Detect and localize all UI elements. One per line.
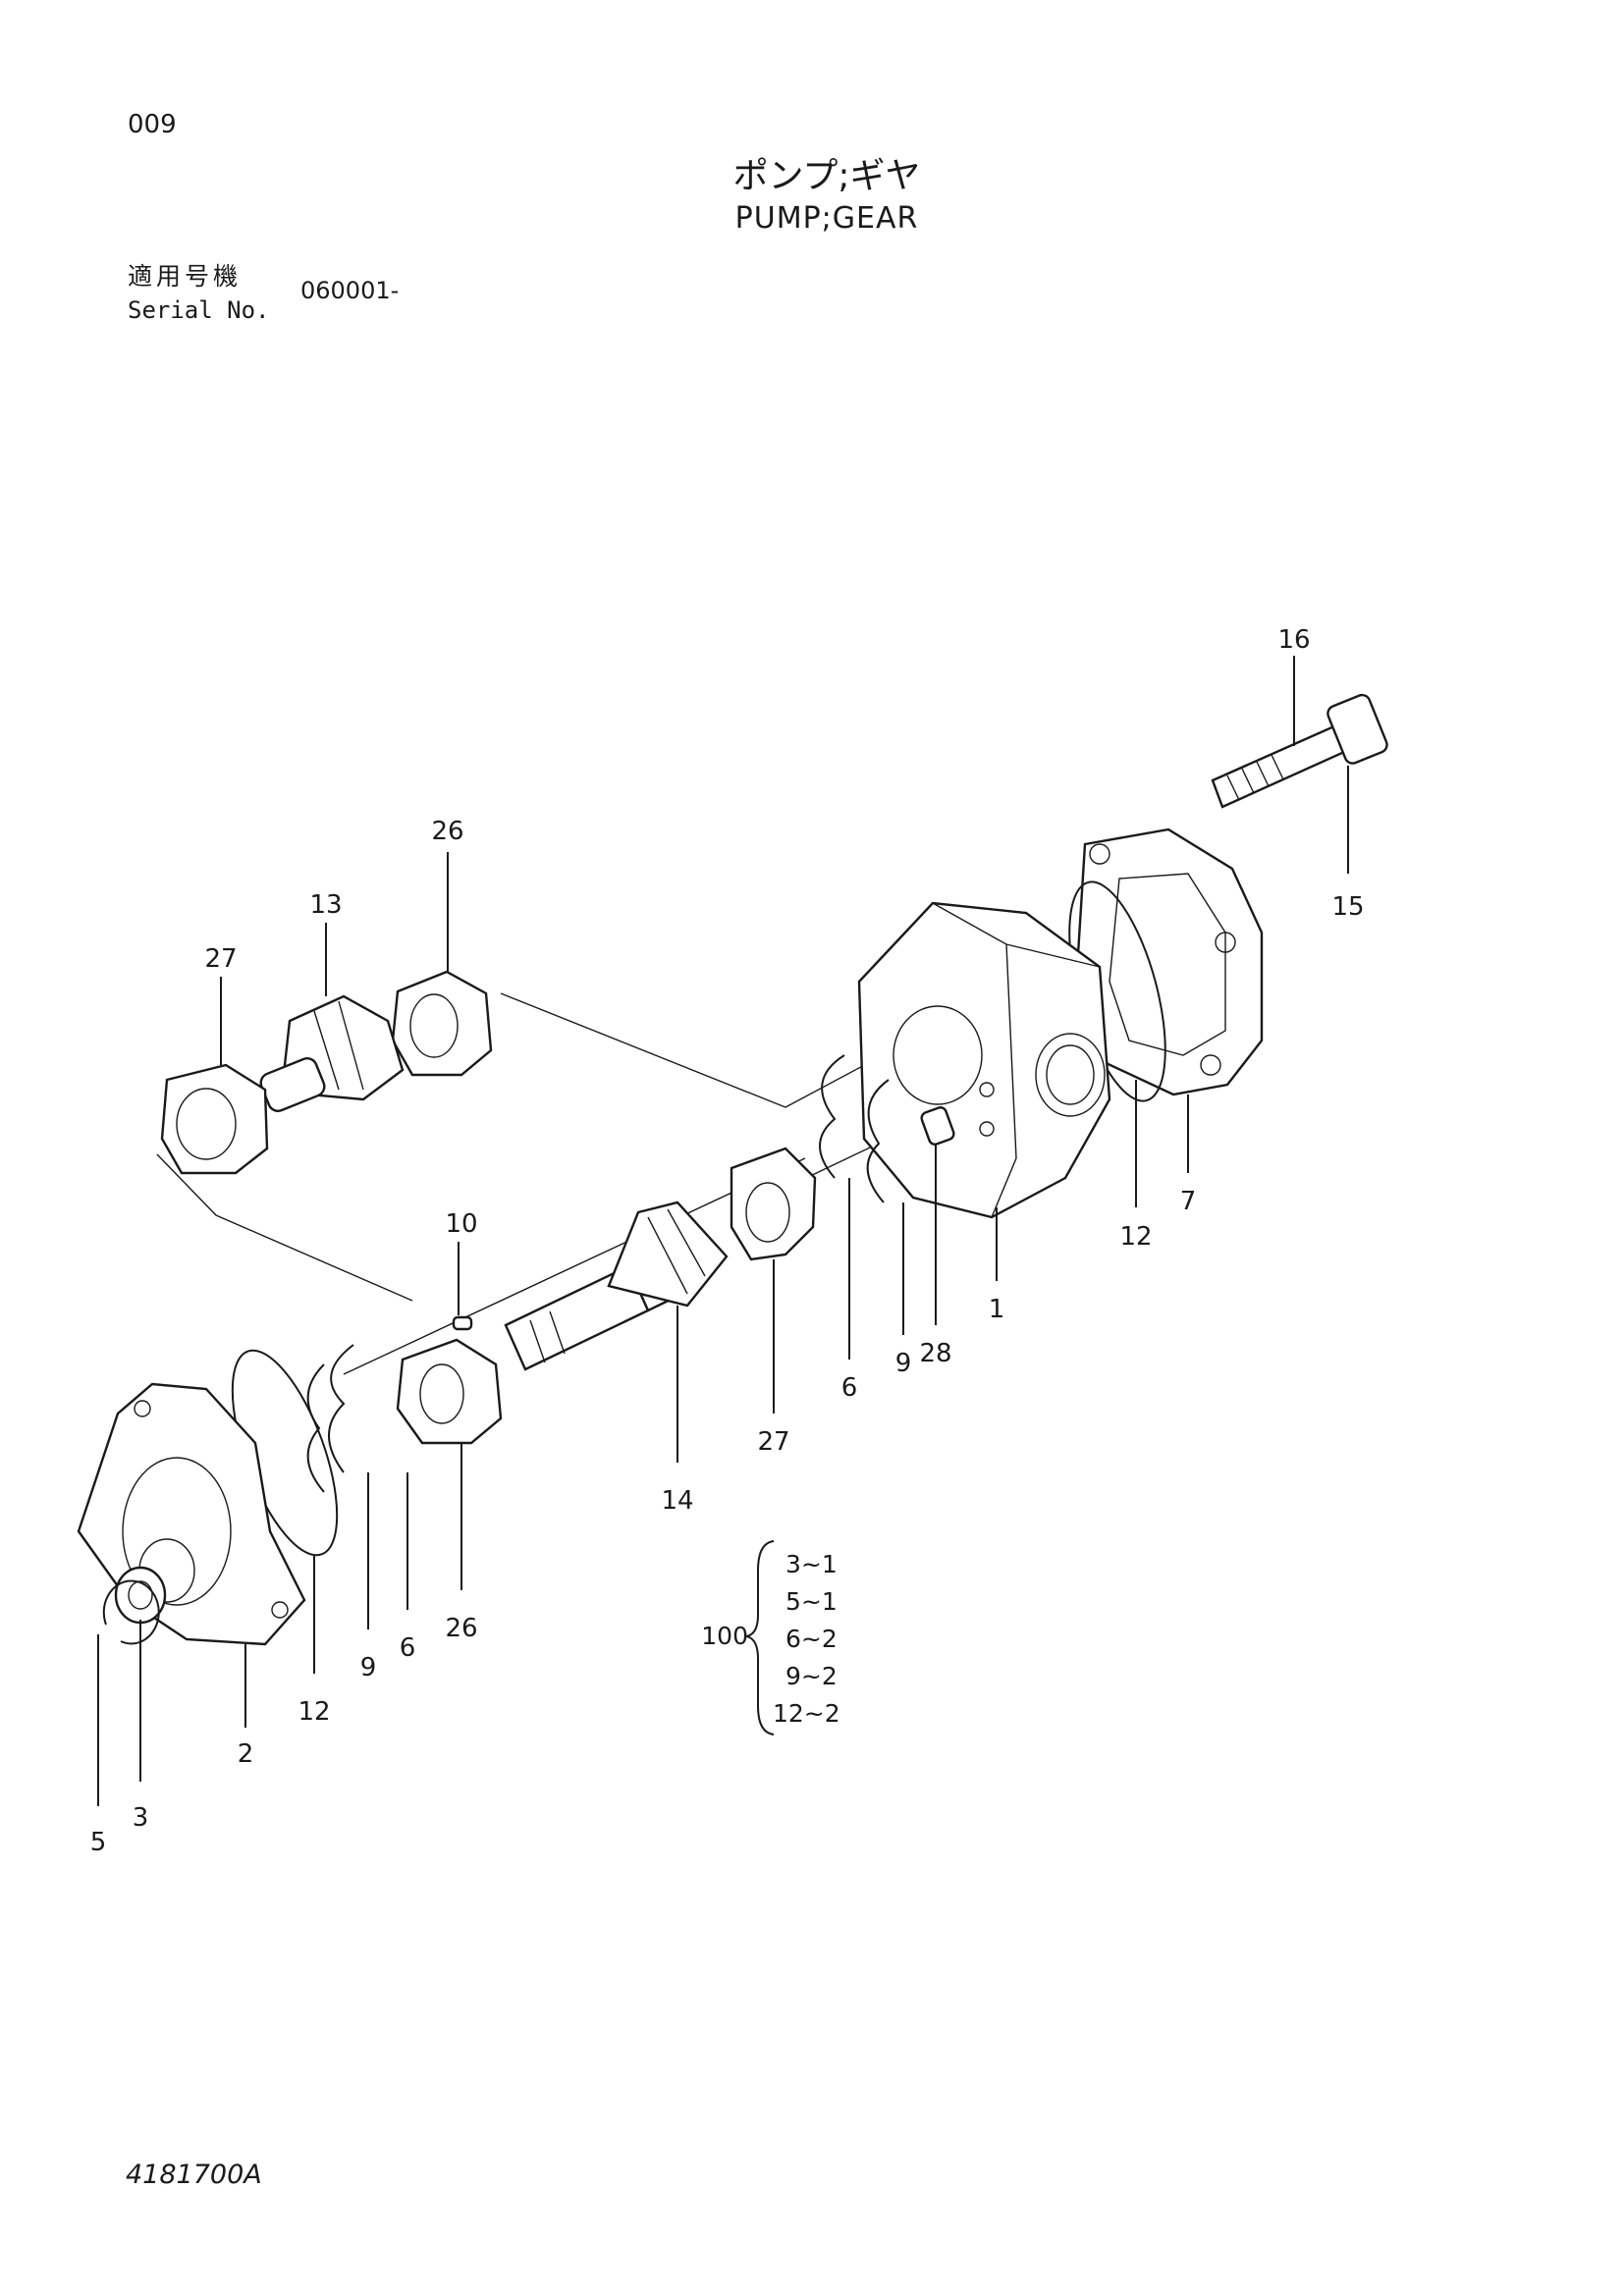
kit-brace — [745, 1540, 775, 1735]
kit-item-1: 3~1 — [785, 1550, 838, 1578]
callout-27-upper-left: 27 — [204, 944, 237, 974]
callout-26-lower: 26 — [445, 1614, 477, 1643]
serial-label-japanese: 適用号機 — [128, 262, 243, 291]
kit-number: 100 — [701, 1622, 748, 1650]
callout-10: 10 — [445, 1209, 477, 1239]
callout-9-left: 9 — [360, 1653, 377, 1682]
part-26-bushing-lower — [396, 1338, 503, 1445]
kit-item-5: 12~2 — [773, 1699, 840, 1728]
part-28-dowel-pin — [920, 1106, 955, 1146]
part-14-drive-shaft — [504, 1201, 729, 1371]
callout-12-right: 12 — [1119, 1222, 1152, 1252]
callout-6-left: 6 — [400, 1633, 416, 1663]
part-1-pump-body — [857, 901, 1111, 1219]
callout-27-center: 27 — [757, 1427, 789, 1457]
drawing-number: 4181700A — [126, 2160, 262, 2190]
part-6-backup-ring-left — [328, 1344, 354, 1473]
kit-item-2: 5~1 — [785, 1587, 838, 1616]
kit-item-4: 9~2 — [785, 1662, 838, 1690]
callout-1: 1 — [989, 1295, 1005, 1324]
callout-9-right: 9 — [895, 1349, 912, 1378]
callout-26-upper: 26 — [431, 817, 463, 846]
part-16-bolt — [1211, 693, 1388, 809]
part-27-bushing-center — [730, 1147, 817, 1261]
page-title-english: PUMP;GEAR — [734, 201, 919, 236]
callout-5: 5 — [90, 1828, 107, 1857]
kit-item-3: 6~2 — [785, 1625, 838, 1653]
part-9-seal-right — [866, 1079, 890, 1203]
part-6-backup-ring-right — [819, 1054, 845, 1179]
serial-number-range: 060001- — [300, 277, 400, 304]
callout-3: 3 — [133, 1803, 149, 1833]
callout-15: 15 — [1331, 892, 1364, 922]
page-title-japanese: ポンプ;ギヤ — [732, 156, 921, 196]
part-27-bushing-upper-left — [160, 1063, 269, 1175]
callout-6-right: 6 — [841, 1373, 858, 1403]
callout-28: 28 — [919, 1339, 951, 1368]
part-3-oil-seal — [114, 1566, 167, 1625]
serial-label-english: Serial No. — [128, 296, 270, 324]
part-9-seal-left — [306, 1363, 325, 1493]
callout-14: 14 — [661, 1486, 693, 1516]
kit-100-group: 100 3~1 5~1 6~2 9~2 12~2 — [701, 1540, 840, 1735]
callout-2: 2 — [238, 1739, 254, 1769]
callout-13: 13 — [309, 890, 342, 920]
part-13-idler-gear — [259, 994, 405, 1112]
callout-12-left: 12 — [298, 1697, 330, 1727]
part-10-key — [452, 1315, 473, 1331]
callout-7: 7 — [1180, 1187, 1197, 1216]
part-5-snap-ring — [102, 1579, 160, 1645]
page-code: 009 — [128, 110, 177, 139]
part-26-bushing-upper — [391, 970, 493, 1077]
callout-16: 16 — [1277, 625, 1310, 655]
leader-lines — [97, 656, 1349, 1806]
